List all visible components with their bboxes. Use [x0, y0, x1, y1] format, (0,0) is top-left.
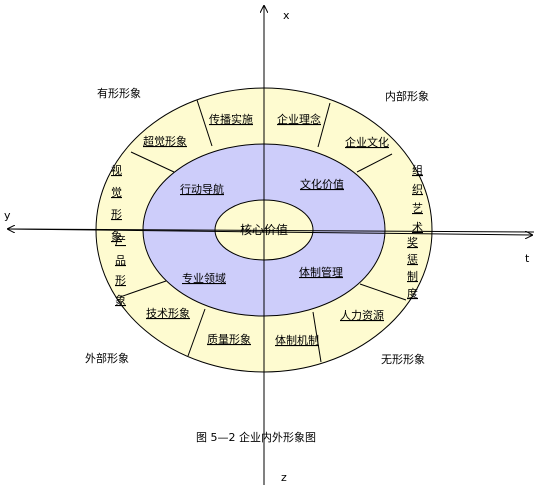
outer-label-shijue-char: 视 — [111, 163, 122, 177]
outer-label-jianzheng-char: 奖 — [407, 235, 418, 249]
outer-label-chanpin-char: 品 — [115, 254, 126, 267]
quadrant-bottom-left: 外部形象 — [85, 351, 129, 365]
outer-label-jianzheng-char: 惩 — [407, 253, 418, 266]
outer-label-chuanbo: 传播实施 — [209, 112, 253, 126]
middle-label-wenhua-jiazhi: 文化价值 — [300, 177, 344, 191]
quadrant-top-left: 有形形象 — [97, 86, 141, 100]
outer-label-chanpin-char: 象 — [115, 294, 126, 307]
figure-caption: 图 5—2 企业内外形象图 — [196, 430, 316, 444]
outer-label-linian: 企业理念 — [277, 112, 321, 126]
middle-label-tizhi: 体制管理 — [299, 265, 343, 279]
outer-label-shijue-char: 形 — [111, 208, 122, 221]
axis-label-t: t — [525, 252, 530, 265]
axis-label-x: x — [283, 9, 290, 22]
outer-label-jianzheng-char: 制 — [407, 270, 418, 283]
quadrant-top-right: 内部形象 — [385, 89, 429, 103]
outer-label-jishu: 技术形象 — [146, 307, 190, 320]
outer-ring-dividers — [119, 99, 407, 363]
outer-label-shijue-char: 觉 — [111, 186, 122, 199]
axis-label-y: y — [4, 209, 11, 222]
outer-label-chanpin-char: 产 — [115, 233, 126, 247]
outer-label-chaojue: 超觉形象 — [143, 134, 187, 148]
middle-label-zhuanye: 专业领域 — [182, 271, 226, 285]
outer-label-zuzhi-char: 织 — [412, 183, 423, 196]
outer-label-renli: 人力资源 — [340, 308, 384, 322]
core-label: 核心价值 — [240, 222, 288, 237]
outer-label-jianzheng-char: 度 — [407, 286, 418, 300]
axis-lines — [8, 6, 535, 485]
middle-label-xingdong: 行动导航 — [180, 182, 224, 196]
axis-label-z: z — [281, 471, 287, 484]
outer-label-zhiliang: 质量形象 — [207, 333, 251, 346]
outer-label-chanpin-char: 形 — [115, 274, 126, 287]
outer-label-shijue-char: 象 — [111, 230, 122, 243]
outer-label-zuzhi-char: 艺 — [412, 202, 423, 215]
outer-label-wenhua: 企业文化 — [345, 135, 389, 149]
quadrant-bottom-right: 无形形象 — [381, 353, 425, 366]
outer-label-zuzhi-char: 术 — [412, 221, 423, 234]
outer-label-zuzhi-char: 组 — [412, 163, 423, 177]
outer-label-jizhi: 体制机制 — [275, 333, 319, 347]
